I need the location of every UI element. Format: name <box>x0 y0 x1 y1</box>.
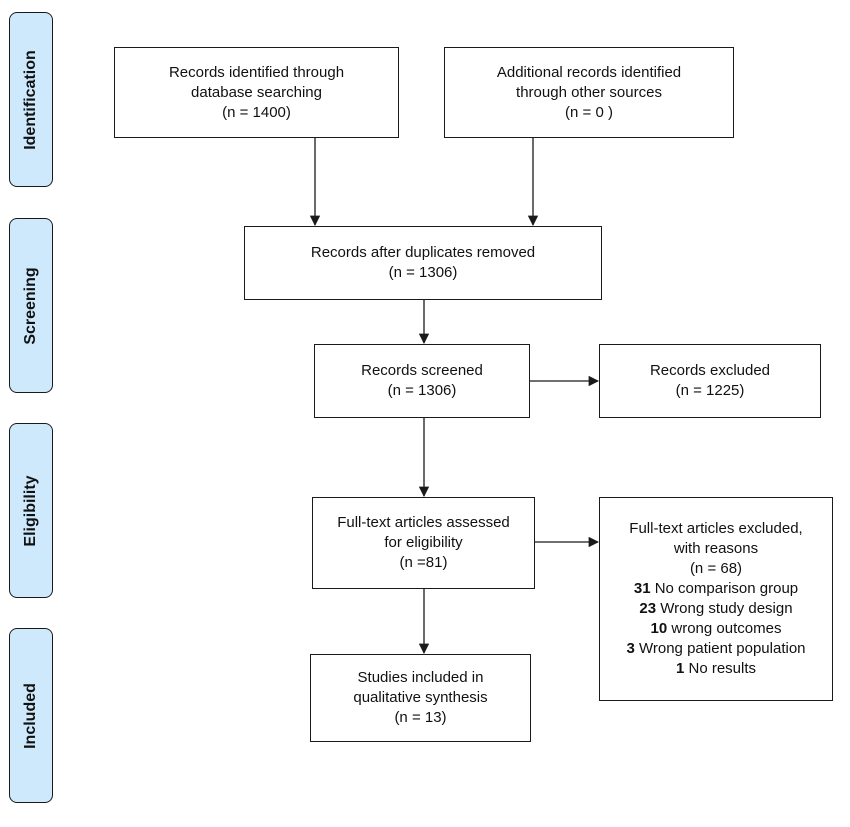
records-screened-count: (n = 1306) <box>387 382 457 399</box>
database-records-count: (n = 1400) <box>222 103 291 121</box>
duplicates-removed-line1: Records after duplicates removed <box>310 244 536 261</box>
box-fulltext-excluded: Full-text articles excluded, with reason… <box>599 497 833 701</box>
other-sources-line1: Additional records identified <box>496 63 682 81</box>
box-records-excluded: Records excluded (n = 1225) <box>599 344 821 418</box>
fulltext-excluded-line1: Full-text articles excluded, <box>629 520 803 537</box>
records-screened-line1: Records screened <box>361 362 483 379</box>
exclusion-reason: 10 wrong outcomes <box>651 619 782 639</box>
fulltext-excluded-count: (n = 68) <box>689 560 743 577</box>
phase-included: Included <box>9 628 53 803</box>
exclusion-reason: 1 No results <box>676 659 756 679</box>
box-records-screened: Records screened (n = 1306) <box>314 344 530 418</box>
database-records-line2: database searching <box>191 83 322 101</box>
other-sources-line2: through other sources <box>516 83 662 101</box>
box-duplicates-removed: Records after duplicates removed (n = 13… <box>244 226 602 300</box>
database-records-line1: Records identified through <box>168 63 345 81</box>
studies-included-line1: Studies included in <box>357 669 484 686</box>
exclusion-reason: 3 Wrong patient population <box>626 639 805 659</box>
other-sources-count: (n = 0 ) <box>565 103 613 121</box>
exclusion-reason: 31 No comparison group <box>634 579 798 599</box>
phase-screening: Screening <box>9 218 53 393</box>
reason-text: wrong outcomes <box>667 620 782 637</box>
fulltext-excluded-line2: with reasons <box>673 540 759 557</box>
reason-count: 31 <box>633 580 651 597</box>
box-studies-included: Studies included in qualitative synthesi… <box>310 654 531 742</box>
reason-text: No comparison group <box>650 580 799 597</box>
reason-text: No results <box>684 660 757 677</box>
box-fulltext-assessed: Full-text articles assessed for eligibil… <box>312 497 535 589</box>
reason-count: 3 <box>626 640 635 657</box>
reason-count: 10 <box>650 620 668 637</box>
studies-included-count: (n = 13) <box>394 709 447 726</box>
studies-included-line2: qualitative synthesis <box>353 689 488 706</box>
reason-text: Wrong study design <box>656 600 793 617</box>
reason-text: Wrong patient population <box>634 640 806 657</box>
box-other-sources: Additional records identified through ot… <box>444 47 734 138</box>
fulltext-assessed-count: (n =81) <box>399 554 448 571</box>
records-excluded-count: (n = 1225) <box>675 382 745 399</box>
phase-identification: Identification <box>9 12 53 187</box>
box-database-records: Records identified through database sear… <box>114 47 399 138</box>
phase-eligibility: Eligibility <box>9 423 53 598</box>
records-excluded-line1: Records excluded <box>649 362 771 379</box>
fulltext-assessed-line1: Full-text articles assessed <box>337 514 510 531</box>
exclusion-reason: 23 Wrong study design <box>639 599 792 619</box>
reason-count: 1 <box>675 660 685 677</box>
duplicates-removed-count: (n = 1306) <box>388 264 458 281</box>
fulltext-assessed-line2: for eligibility <box>384 534 463 551</box>
reason-count: 23 <box>639 600 657 617</box>
